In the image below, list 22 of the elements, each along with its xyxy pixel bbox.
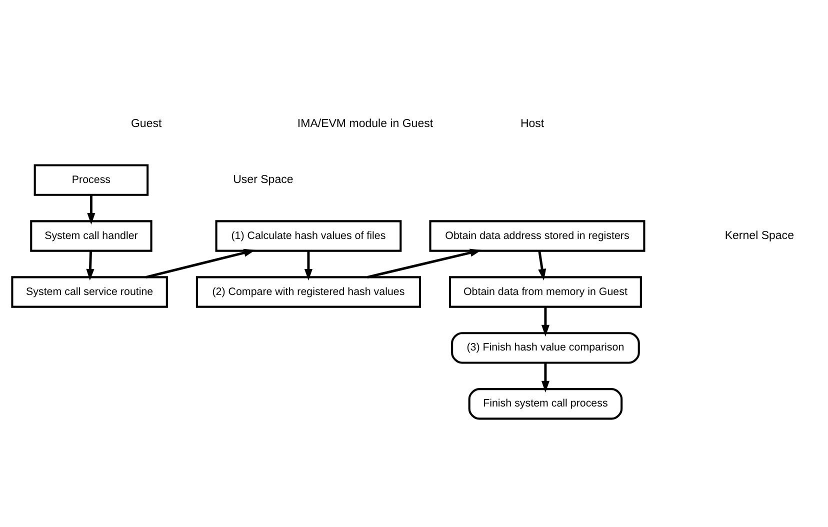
label: Guest xyxy=(130,118,162,130)
arrow xyxy=(541,306,550,336)
node-box: Obtain data address stored in registers xyxy=(429,220,646,252)
node-box: Obtain data from memory in Guest xyxy=(448,276,642,308)
label: Kernel Space xyxy=(724,230,794,242)
label: IMA/EVM module in Guest xyxy=(297,118,434,130)
node-box: System call service routine xyxy=(11,276,168,308)
arrow xyxy=(86,250,94,280)
node-box: Finish system call process xyxy=(468,388,623,420)
arrow xyxy=(541,362,550,392)
node-box: System call handler xyxy=(30,220,152,252)
arrow xyxy=(367,248,482,278)
node-box: (1) Calculate hash values of files xyxy=(215,220,402,252)
arrow xyxy=(146,248,256,278)
arrow xyxy=(87,194,96,224)
node-box: (2) Compare with registered hash values xyxy=(196,276,421,308)
node-box: (3) Finish hash value comparison xyxy=(451,332,640,364)
arrow xyxy=(538,250,546,280)
label: Host xyxy=(520,118,544,130)
arrow xyxy=(304,250,312,280)
node-box: Process xyxy=(34,164,149,196)
label: User Space xyxy=(233,174,294,186)
